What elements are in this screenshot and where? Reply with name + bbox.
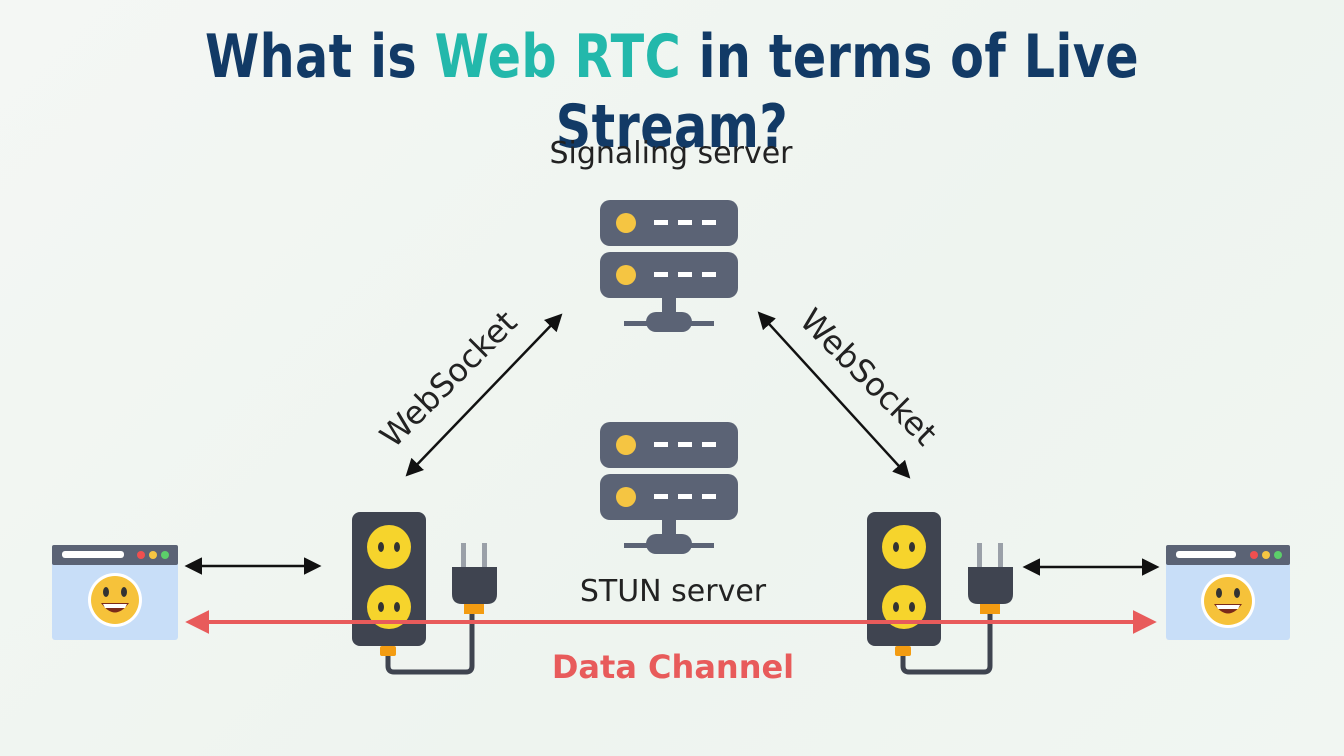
browser-window-right-icon [1166, 545, 1290, 640]
browser-window-left-icon [52, 545, 178, 640]
smiley-face-left-icon [88, 573, 142, 627]
page-title: What is Web RTC in terms of Live Stream? [121, 22, 1223, 162]
title-part-1: What is [204, 22, 435, 92]
plug-left-icon [452, 543, 497, 614]
smiley-face-right-icon [1201, 574, 1255, 628]
title-part-2: in terms of Live Stream? [555, 22, 1140, 162]
signaling-server-label: Signaling server [549, 136, 793, 171]
websocket-right-arrow [757, 311, 911, 479]
websocket-left-arrow [405, 313, 563, 477]
signaling-server-icon [600, 200, 738, 332]
stun-server-label: STUN server [579, 574, 767, 609]
data-channel-label: Data Channel [551, 648, 795, 686]
plug-right-icon [968, 543, 1013, 614]
stun-server-icon [600, 422, 738, 554]
title-highlight: Web RTC [434, 22, 682, 92]
